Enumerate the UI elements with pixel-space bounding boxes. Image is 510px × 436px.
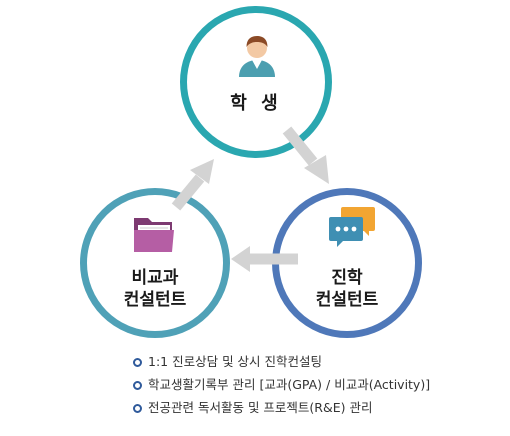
bullet-circle-icon [133, 404, 142, 413]
bullet-item: 1:1 진로상담 및 상시 진학컨설팅 [133, 350, 430, 373]
student-label: 학 생 [230, 93, 282, 114]
bullet-text: 1:1 진로상담 및 상시 진학컨설팅 [148, 354, 323, 369]
student-person-icon [239, 36, 275, 77]
student-node: 학 생 [180, 6, 332, 158]
service-bullet-list: 1:1 진로상담 및 상시 진학컨설팅 학교생활기록부 관리 [교과(GPA) … [133, 350, 430, 419]
admission-label-line-1: 진학 [331, 268, 363, 288]
bullet-text: 전공관련 독서활동 및 프로젝트(R&E) 관리 [148, 400, 373, 415]
extracurricular-label-line-1: 비교과 [131, 268, 179, 288]
bullet-item: 전공관련 독서활동 및 프로젝트(R&E) 관리 [133, 396, 430, 419]
admission-consultant-label: 진학 컨설턴트 [279, 267, 415, 311]
bullet-circle-icon [133, 358, 142, 367]
extracurricular-consultant-node: 비교과 컨설턴트 [80, 188, 230, 338]
bullet-circle-icon [133, 381, 142, 390]
folder-icon [134, 218, 174, 252]
admission-consultant-node: 진학 컨설턴트 [272, 188, 422, 338]
chat-bubbles-icon [329, 207, 375, 247]
extracurricular-consultant-label: 비교과 컨설턴트 [87, 267, 223, 311]
bullet-item: 학교생활기록부 관리 [교과(GPA) / 비교과(Activity)] [133, 373, 430, 396]
bullet-text: 학교생활기록부 관리 [교과(GPA) / 비교과(Activity)] [148, 377, 431, 392]
admission-label-line-2: 컨설턴트 [315, 290, 379, 310]
extracurricular-label-line-2: 컨설턴트 [123, 290, 187, 310]
